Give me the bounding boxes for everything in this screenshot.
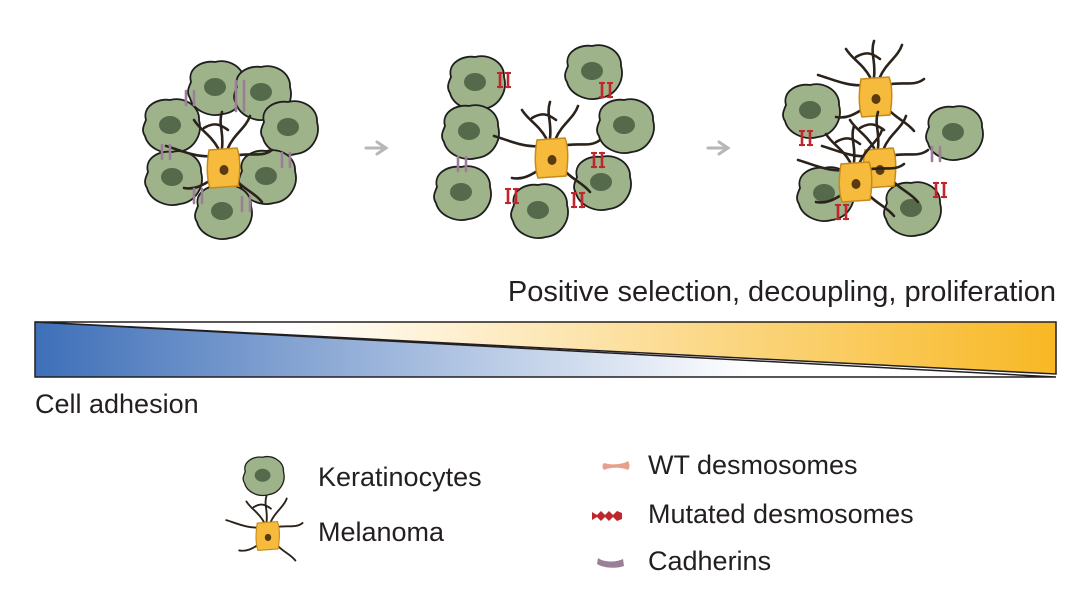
- wt-desmosome-icon: [602, 461, 630, 470]
- mutated-desmosome-icon: [592, 511, 622, 521]
- arrow-icon: [364, 140, 389, 156]
- keratinocyte-cell: [441, 104, 500, 160]
- cadherin-icon: [597, 558, 624, 568]
- legend-keratinocyte-icon: [242, 455, 285, 497]
- mutated-desmosome-junction: [931, 181, 949, 199]
- mutated-desmosome-junction: [503, 187, 521, 205]
- arrow-icon: [706, 140, 731, 156]
- keratinocyte-cell: [142, 98, 201, 154]
- keratinocyte-cell: [564, 44, 623, 100]
- legend-cadherins-label: Cadherins: [648, 546, 772, 576]
- selection-wedge: [34, 321, 1057, 375]
- legend-melanoma-label: Melanoma: [318, 517, 445, 547]
- keratinocyte-cell: [925, 105, 984, 161]
- stage-1-cluster: [142, 60, 319, 240]
- keratinocyte-cell: [433, 165, 492, 221]
- keratinocyte-cell: [782, 83, 841, 139]
- keratinocyte-cell: [596, 98, 655, 154]
- legend-mutated-desmosomes-label: Mutated desmosomes: [648, 499, 914, 529]
- keratinocyte-cell: [194, 184, 253, 240]
- keratinocyte-cell: [883, 181, 942, 237]
- legend-wt-desmosomes-label: WT desmosomes: [648, 450, 858, 480]
- gradient-bar: [34, 321, 1057, 378]
- selection-label: Positive selection, decoupling, prolifer…: [507, 276, 1056, 308]
- stage-2-cluster: [433, 44, 655, 239]
- stage-3-cluster: [782, 39, 984, 237]
- keratinocyte-cell: [260, 100, 319, 156]
- legend-melanoma-icon: [225, 494, 304, 562]
- cell-adhesion-label: Cell adhesion: [35, 389, 199, 419]
- keratinocyte-cell: [510, 183, 569, 239]
- legend-keratinocytes-label: Keratinocytes: [318, 462, 482, 492]
- keratinocyte-cell: [447, 55, 506, 111]
